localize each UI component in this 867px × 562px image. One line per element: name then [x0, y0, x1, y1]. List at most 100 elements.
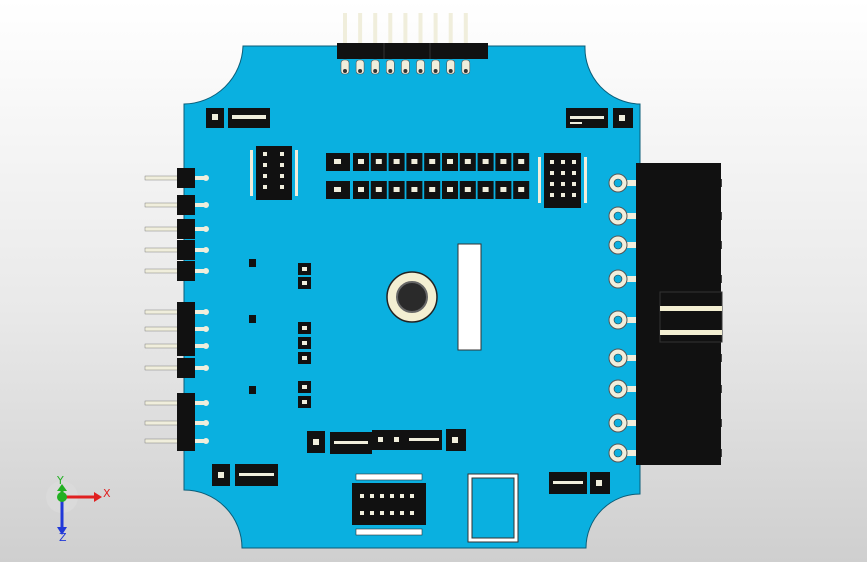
top-pin: [373, 13, 378, 45]
left-pin: [144, 309, 179, 315]
z-axis-label: Z: [59, 531, 67, 544]
top-pin-tail: [446, 59, 456, 75]
center-socket-rows: [326, 153, 530, 199]
header-hole: [370, 494, 374, 498]
header-hole: [263, 174, 267, 178]
header-hole: [280, 174, 284, 178]
z-axis-arrow: [57, 527, 67, 535]
ic-header-left: [250, 146, 298, 200]
top-pin-tail: [431, 59, 440, 75]
small-pads: [249, 259, 311, 408]
left-pin: [144, 268, 179, 274]
header-hole: [380, 511, 384, 515]
header-hole: [550, 182, 554, 186]
header-hole: [572, 182, 576, 186]
top-pin: [343, 13, 347, 45]
left-pin: [144, 175, 179, 181]
left-pin-housing: [177, 319, 195, 339]
left-pin-housing: [177, 358, 195, 378]
right-pin: [620, 450, 640, 456]
left-pin-housing: [177, 393, 195, 413]
header-hole: [400, 511, 404, 515]
right-connector: [608, 163, 723, 465]
y-axis-arrow: [57, 484, 67, 491]
right-pin: [620, 242, 640, 248]
top-pin: [388, 13, 393, 45]
left-pin-tail: [195, 439, 208, 443]
led-pad: [249, 259, 256, 267]
right-pin: [620, 420, 640, 426]
left-pin: [144, 202, 179, 208]
left-pin-tail: [195, 269, 208, 273]
header-hole: [390, 511, 394, 515]
header-hole: [390, 494, 394, 498]
white-slot: [457, 243, 482, 351]
header-hole: [561, 193, 565, 197]
led-pad: [249, 386, 256, 394]
header-hole: [561, 171, 565, 175]
top-pin: [433, 13, 438, 45]
top-pin-tail: [401, 59, 410, 75]
header-hole: [561, 160, 565, 164]
left-pin-housing: [177, 240, 195, 260]
header-hole: [280, 163, 284, 167]
mounting-hole: [386, 271, 438, 323]
left-pin: [144, 400, 179, 406]
left-pin: [144, 365, 179, 371]
bottom-left-components: [212, 464, 278, 486]
led-pad: [249, 315, 256, 323]
left-pin-tail: [195, 421, 208, 425]
header-hole: [572, 171, 576, 175]
header-hole: [410, 511, 414, 515]
header-hole: [410, 494, 414, 498]
bottom-mid-components: [307, 429, 466, 454]
right-pin: [620, 317, 640, 323]
top-right-components: [566, 108, 633, 128]
header-hole: [263, 163, 267, 167]
top-left-components: [206, 108, 270, 128]
header-hole: [550, 160, 554, 164]
left-pin-housing: [177, 431, 195, 451]
header-hole: [400, 494, 404, 498]
left-pin: [144, 420, 179, 426]
bottom-box-header: [352, 473, 426, 536]
top-pin: [358, 13, 363, 45]
top-pin: [403, 13, 408, 45]
x-axis-label: X: [103, 487, 111, 500]
bottom-right-components: [549, 472, 610, 494]
header-hole: [550, 193, 554, 197]
left-pin-housing: [177, 336, 195, 356]
top-pin-tail: [416, 59, 425, 75]
left-pin: [144, 326, 179, 332]
x-axis-arrow: [94, 492, 102, 502]
left-pin-tail: [195, 227, 208, 231]
top-pin-tail: [370, 59, 380, 75]
right-pin: [620, 213, 640, 219]
left-pin-housing: [177, 261, 195, 281]
top-pin-header: [337, 13, 488, 75]
bottom-frame: [467, 473, 519, 543]
header-hole: [360, 494, 364, 498]
header-hole: [572, 160, 576, 164]
left-pin-housing: [177, 219, 195, 239]
header-hole: [263, 152, 267, 156]
header-hole: [280, 185, 284, 189]
top-pin: [448, 13, 453, 45]
header-hole: [550, 171, 554, 175]
top-pin-tail: [461, 59, 471, 75]
left-pin-housing: [177, 413, 195, 433]
left-pin: [144, 247, 179, 253]
left-pin-tail: [195, 327, 208, 331]
left-pin-housing: [177, 168, 195, 188]
left-pin: [144, 226, 179, 232]
header-hole: [380, 494, 384, 498]
top-pin: [463, 13, 468, 45]
top-pin-tail: [385, 59, 395, 75]
left-pin-tail: [195, 310, 208, 314]
axis-triad: X Y Z: [46, 474, 111, 544]
header-hole: [263, 185, 267, 189]
left-pin-header: [144, 168, 209, 451]
right-pin: [620, 180, 640, 186]
header-hole: [572, 193, 576, 197]
